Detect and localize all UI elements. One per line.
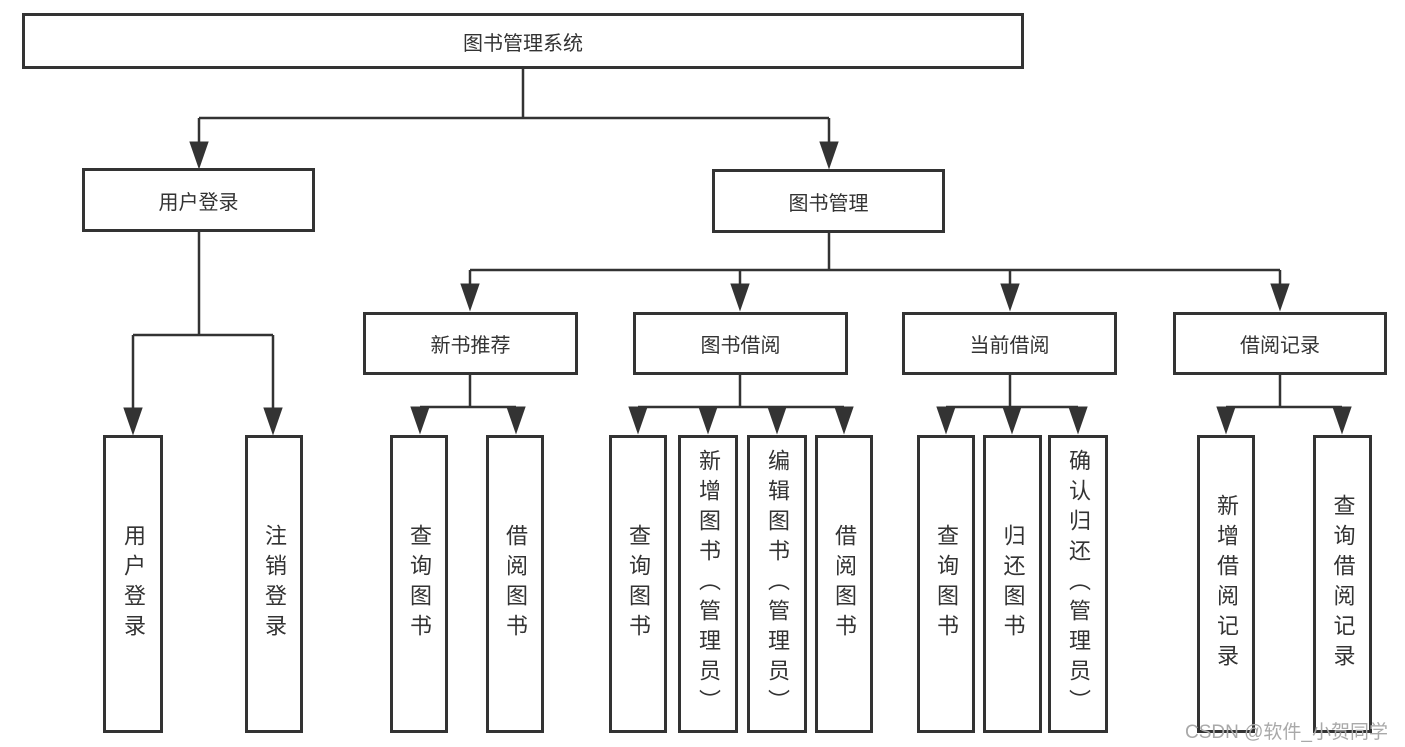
node-label: 查询图书 (407, 524, 432, 644)
connector-book-management-to-children (460, 233, 1290, 312)
node-label: 查询借阅记录 (1330, 494, 1356, 674)
leaf-newbook-query-books: 查询图书 (390, 435, 448, 733)
node-book-management: 图书管理 (712, 169, 945, 233)
node-label: 确认归还（管理员） (1066, 449, 1091, 719)
node-label: 编辑图书（管理员） (765, 449, 790, 719)
node-label: 查询图书 (626, 524, 651, 644)
node-label: 借阅图书 (503, 524, 528, 644)
leaf-current-confirm-return-admin: 确认归还（管理员） (1048, 435, 1108, 733)
leaf-borrowing-borrow-books: 借阅图书 (815, 435, 873, 733)
node-label: 注销登录 (262, 524, 287, 644)
leaf-newbook-borrow-books: 借阅图书 (486, 435, 544, 733)
connector-borrow-record-to-children (1216, 375, 1352, 435)
leaf-borrowing-query-books: 查询图书 (609, 435, 667, 733)
leaf-user-login: 用户登录 (103, 435, 163, 733)
node-label: 图书借阅 (700, 335, 781, 357)
leaf-borrowing-edit-books-admin: 编辑图书（管理员） (747, 435, 807, 733)
node-new-book-recommend: 新书推荐 (363, 312, 578, 375)
leaf-borrowing-add-books-admin: 新增图书（管理员） (678, 435, 738, 733)
node-system-root: 图书管理系统 (22, 13, 1024, 69)
node-label: 用户登录 (121, 524, 146, 644)
connector-book-borrow-to-children (628, 375, 854, 435)
node-label: 新增借阅记录 (1214, 494, 1239, 674)
node-label: 当前借阅 (969, 335, 1050, 357)
node-user-login: 用户登录 (82, 168, 315, 232)
node-label: 图书管理 (788, 192, 869, 215)
leaf-records-query-record: 查询借阅记录 (1313, 435, 1372, 733)
node-label: 用户登录 (158, 191, 239, 214)
leaf-logout: 注销登录 (245, 435, 303, 733)
node-label: 新增图书（管理员） (696, 449, 721, 719)
node-current-borrowing: 当前借阅 (902, 312, 1117, 375)
connector-current-borrow-to-children (936, 375, 1088, 435)
csdn-watermark: CSDN @软件_小贺同学 (1185, 722, 1388, 743)
node-book-borrowing: 图书借阅 (633, 312, 848, 375)
connector-user-login-to-children (123, 232, 283, 436)
node-label: 借阅图书 (832, 524, 857, 644)
connector-new-book-to-children (410, 375, 526, 435)
leaf-records-add-record: 新增借阅记录 (1197, 435, 1255, 733)
node-borrowing-records: 借阅记录 (1173, 312, 1387, 375)
connector-root-to-level2 (189, 69, 839, 170)
leaf-current-query-books: 查询图书 (917, 435, 975, 733)
node-label: 图书管理系统 (463, 32, 583, 55)
leaf-current-return-books: 归还图书 (983, 435, 1042, 733)
node-label: 查询图书 (934, 524, 959, 644)
node-label: 借阅记录 (1240, 335, 1320, 357)
node-label: 归还图书 (1000, 524, 1026, 644)
node-label: 新书推荐 (430, 335, 511, 357)
